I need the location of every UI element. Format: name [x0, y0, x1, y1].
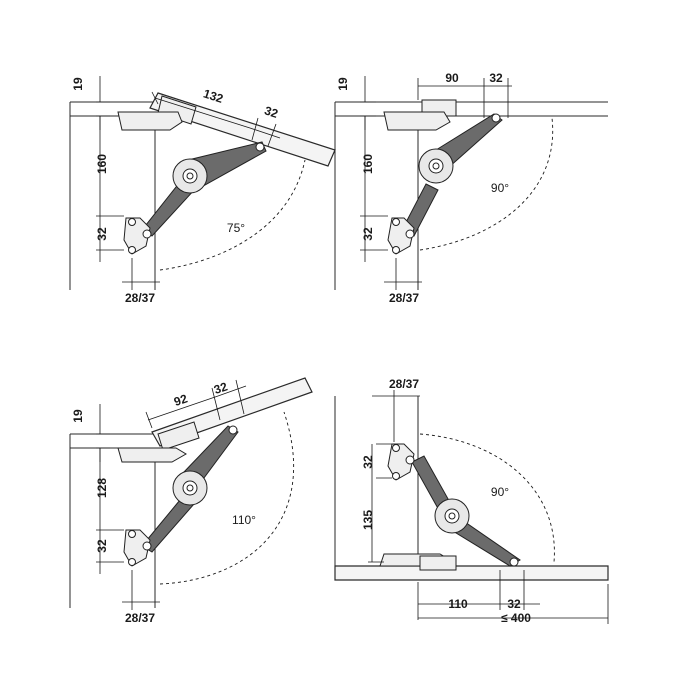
panel-opening-75: 19 160 32 28/37 132 32 75° [69, 76, 336, 305]
label-bracket-height: 160 [95, 154, 109, 174]
dim-base-holes [96, 216, 124, 262]
dim-flap-holes [484, 78, 512, 118]
dim-wall-offset [122, 570, 160, 610]
base-pivot [142, 229, 152, 239]
base-screw-top [128, 530, 136, 538]
flap-pivot [228, 425, 238, 435]
dim-flap-holes [249, 117, 281, 147]
label-flap-offset: 90 [445, 71, 459, 85]
flap-pivot [255, 142, 265, 152]
dim-wall-offset [384, 258, 422, 290]
mounting-plate [117, 111, 183, 131]
dim-board-thickness [96, 404, 110, 462]
dim-base-holes [360, 216, 388, 262]
base-screw-bottom [392, 472, 400, 480]
dim-base-holes [96, 530, 124, 574]
label-flap-holes: 32 [212, 379, 229, 397]
dim-flap-offset [151, 91, 251, 129]
label-flap-offset: 92 [172, 391, 189, 409]
label-flap-max-depth: ≤ 400 [501, 611, 531, 625]
label-flap-offset: 132 [202, 86, 226, 106]
base-pivot [405, 455, 415, 465]
dim-board-thickness [96, 76, 110, 130]
flap-plate [157, 95, 197, 125]
panel-opening-110: 19 128 32 28/37 92 32 110° [69, 377, 313, 625]
base-screw-top [128, 218, 136, 226]
dim-flap-offset [417, 78, 485, 118]
label-angle: 110° [232, 513, 256, 527]
label-bracket-height: 160 [361, 154, 375, 174]
label-base-holes: 32 [361, 227, 375, 241]
label-bracket-height: 128 [95, 478, 109, 498]
hub-pin-core [186, 172, 194, 180]
dim-bracket-height [368, 478, 384, 563]
flap-plate [419, 555, 457, 571]
label-base-holes: 32 [95, 539, 109, 553]
label-angle: 75° [227, 221, 245, 235]
label-flap-holes: 32 [489, 71, 503, 85]
base-bracket [387, 443, 415, 481]
hub-pin-core [186, 484, 194, 492]
label-angle: 90° [491, 181, 509, 195]
opening-arc [159, 159, 306, 271]
label-flap-holes: 32 [263, 103, 280, 121]
flap-board [334, 565, 609, 581]
label-board-thickness: 19 [71, 77, 85, 91]
dim-flap-offset [145, 395, 219, 429]
base-screw-top [392, 218, 400, 226]
label-board-thickness: 19 [336, 77, 350, 91]
mounting-plate [117, 447, 187, 463]
base-bracket [123, 217, 151, 255]
opening-arc [159, 411, 295, 585]
dim-flap-holes [211, 379, 247, 421]
dim-wall-offset [372, 390, 420, 442]
hub-pin-core [432, 162, 440, 170]
label-wall-offset: 28/37 [125, 611, 155, 625]
dim-base-holes [371, 443, 392, 479]
dim-bracket-height [96, 448, 124, 531]
base-screw-bottom [128, 246, 136, 254]
panel-opening-90: 19 160 32 28/37 90 32 90° [334, 71, 608, 305]
label-flap-offset: 110 [448, 597, 468, 611]
opening-arc [419, 433, 555, 563]
dim-flap-holes [500, 570, 540, 610]
label-board-thickness: 19 [71, 409, 85, 423]
hub-pin-core [448, 512, 456, 520]
flap-pivot [491, 113, 501, 123]
mounting-plate [383, 111, 451, 131]
panel-fall-flap-90: 28/37 32 135 110 32 ≤ 400 90° [334, 377, 609, 625]
base-pivot [142, 541, 152, 551]
label-angle: 90° [491, 485, 509, 499]
dim-flap-offset [417, 570, 501, 620]
base-screw-bottom [128, 558, 136, 566]
label-wall-offset: 28/37 [389, 291, 419, 305]
dim-bracket-height [96, 116, 124, 217]
dim-flap-max-depth [418, 584, 609, 624]
base-screw-top [392, 444, 400, 452]
flap-pivot [509, 557, 519, 567]
base-pivot [405, 229, 415, 239]
base-screw-bottom [392, 246, 400, 254]
label-wall-offset: 28/37 [125, 291, 155, 305]
label-wall-offset: 28/37 [389, 377, 419, 391]
dim-board-thickness [360, 76, 376, 130]
label-bracket-height: 135 [361, 510, 375, 530]
flap-plate [157, 421, 200, 451]
label-base-holes: 32 [361, 455, 375, 469]
dim-wall-offset [122, 258, 160, 290]
base-bracket [387, 217, 415, 255]
label-base-holes: 32 [95, 227, 109, 241]
base-bracket [123, 529, 151, 567]
opening-arc [419, 117, 554, 251]
label-flap-holes: 32 [507, 597, 521, 611]
